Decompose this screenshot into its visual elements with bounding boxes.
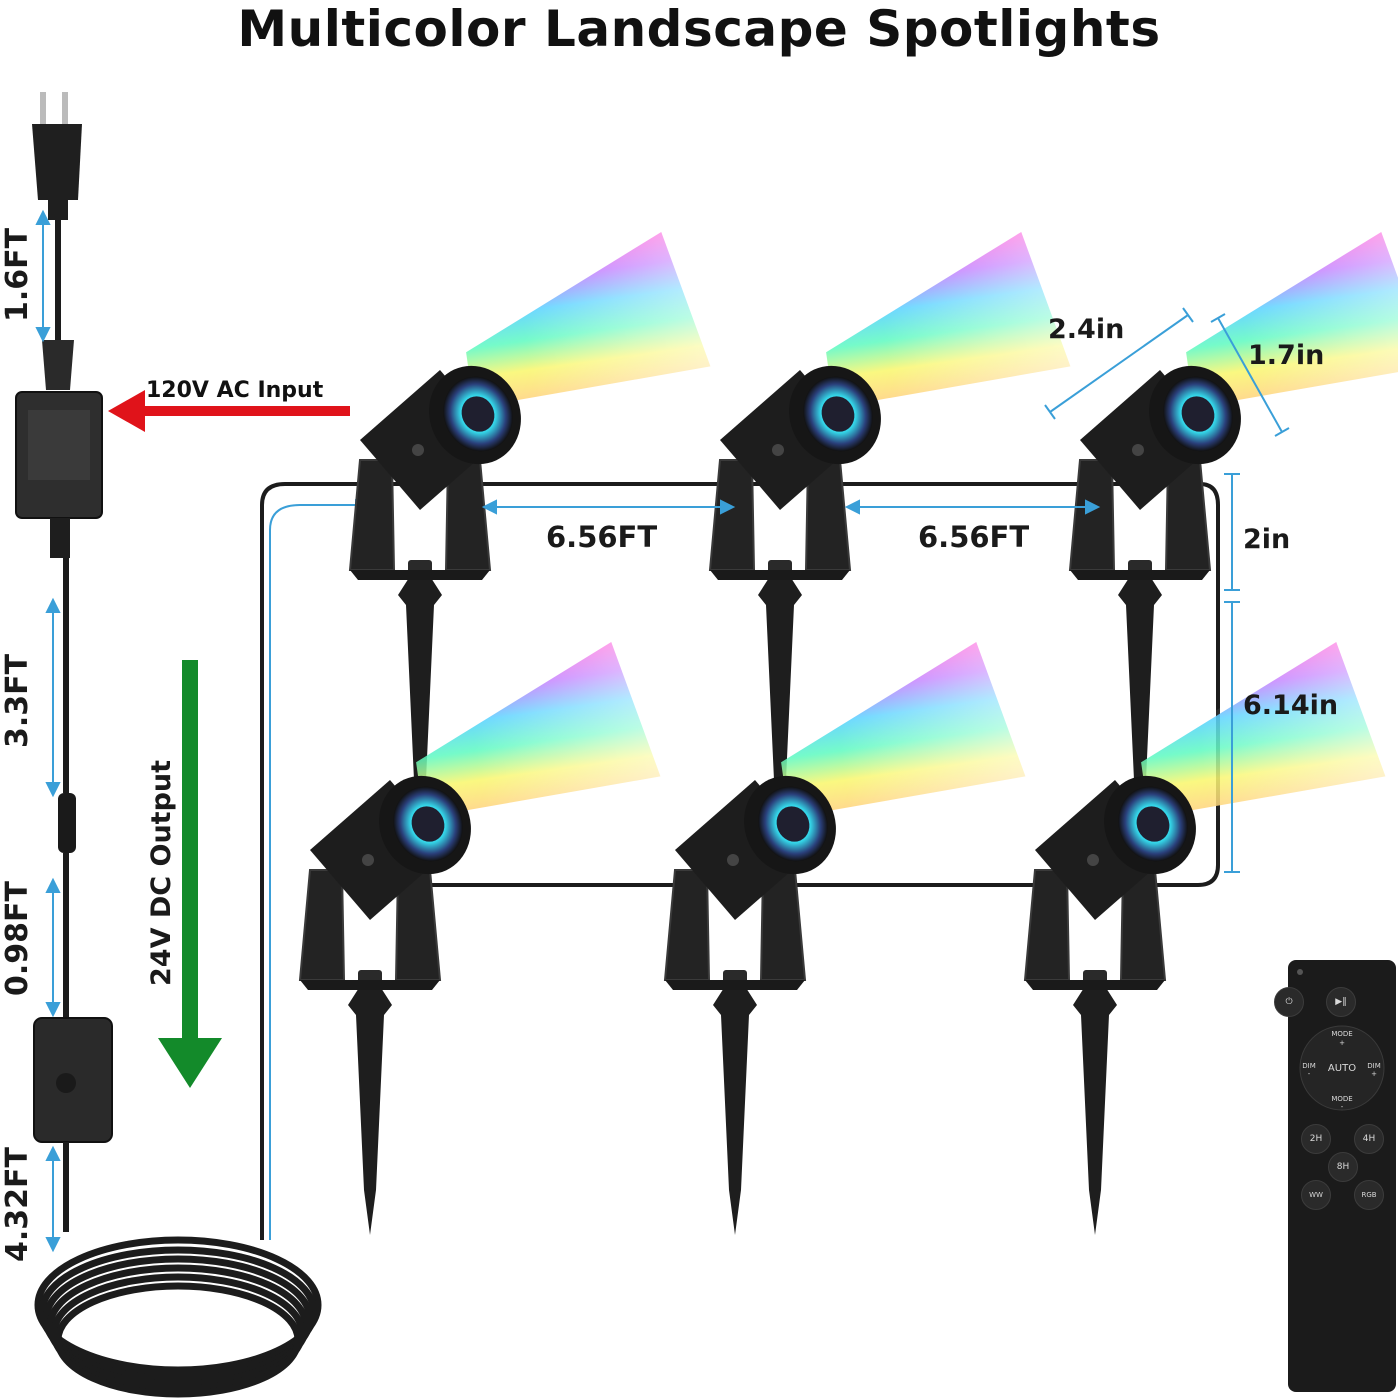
- length-label-adapter: 3.3FT: [0, 653, 35, 748]
- dc-output-arrow: [158, 660, 222, 1088]
- spotlight-4: [299, 615, 684, 1236]
- plug-icon: [32, 124, 82, 200]
- connector-icon: [58, 793, 76, 853]
- cable-route-line: [269, 504, 360, 1240]
- spacing-dimension-lines: [481, 307, 1290, 873]
- spacing-label-1: 6.56FT: [546, 520, 658, 554]
- remote-mode-down-sign: -: [1340, 1103, 1344, 1111]
- remote-mode-up-sign: +: [1339, 1039, 1345, 1047]
- remote-dim-plus-label[interactable]: DIM: [1367, 1062, 1381, 1070]
- length-label-switch: 4.32FT: [0, 1147, 35, 1262]
- cable-dimension-lines: [35, 209, 61, 1253]
- power-cable-assembly: [15, 92, 1220, 1398]
- length-label-connector: 0.98FT: [0, 881, 35, 996]
- plug-prong-icon: [40, 92, 46, 124]
- play-pause-icon: ▶‖: [1335, 997, 1347, 1007]
- remote-dim-plus-sign: +: [1371, 1070, 1377, 1078]
- cable-coil-icon: [34, 1236, 322, 1398]
- remote-dim-minus-sign: -: [1307, 1070, 1311, 1078]
- power-icon: ⏻: [1285, 997, 1293, 1007]
- remote-dim-minus-label[interactable]: DIM: [1302, 1062, 1316, 1070]
- page-title: Multicolor Landscape Spotlights: [237, 0, 1161, 58]
- remote-2h-button[interactable]: 2H: [1301, 1124, 1331, 1154]
- remote-8h-button[interactable]: 8H: [1328, 1152, 1358, 1182]
- stake-height-label: 6.14in: [1243, 690, 1339, 721]
- bracket-height-label: 2in: [1243, 524, 1291, 555]
- remote-power-button[interactable]: ⏻: [1274, 987, 1304, 1017]
- head-diameter-label: 1.7in: [1248, 340, 1325, 371]
- ac-input-label: 120V AC Input: [146, 378, 324, 403]
- remote-play-pause-button[interactable]: ▶‖: [1326, 987, 1356, 1017]
- dc-output-label: 24V DC Output: [146, 759, 177, 986]
- remote-ww-button[interactable]: WW: [1301, 1180, 1331, 1210]
- length-label-plug: 1.6FT: [0, 227, 35, 322]
- head-length-label: 2.4in: [1048, 314, 1125, 345]
- spacing-label-2: 6.56FT: [918, 520, 1030, 554]
- remote-4h-button[interactable]: 4H: [1354, 1124, 1384, 1154]
- remote-mode-down-label[interactable]: MODE: [1331, 1095, 1353, 1103]
- remote-auto-button[interactable]: AUTO: [1327, 1063, 1357, 1074]
- ac-input-arrow: [108, 390, 350, 432]
- spotlight-5: [664, 615, 1049, 1236]
- remote-mode-up-label[interactable]: MODE: [1331, 1030, 1353, 1038]
- remote-rgb-button[interactable]: RGB: [1354, 1180, 1384, 1210]
